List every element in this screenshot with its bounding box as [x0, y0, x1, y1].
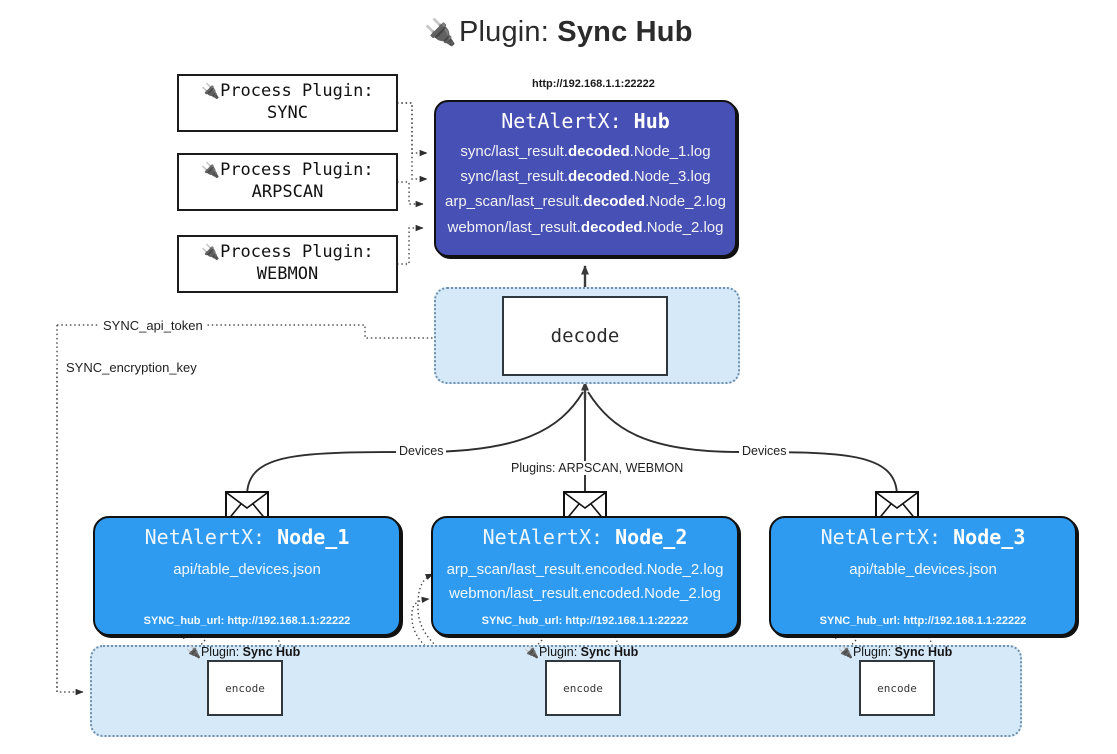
- plug-icon: 🔌: [186, 645, 201, 659]
- process-plugin-line1-row: 🔌Process Plugin:: [201, 242, 373, 264]
- plug-icon: 🔌: [201, 161, 221, 180]
- plug-icon: 🔌: [201, 243, 221, 262]
- plug-icon: 🔌: [201, 82, 221, 101]
- encode-box-2[interactable]: encode: [545, 660, 621, 716]
- process-plugin-line1-row: 🔌Process Plugin:: [201, 160, 373, 182]
- hub-log-entry: arp_scan/last_result.decoded.Node_2.log: [445, 193, 726, 211]
- label-devices-left: Devices: [396, 444, 447, 458]
- process-plugin-line1-row: 🔌Process Plugin:: [201, 81, 373, 103]
- node-box-node-1[interactable]: NetAlertX: Node_1 api/table_devices.json…: [93, 516, 401, 636]
- process-plugin-value: SYNC: [267, 103, 308, 123]
- node-title: NetAlertX: Node_3: [771, 525, 1075, 549]
- hub-log-entry: sync/last_result.decoded.Node_1.log: [460, 143, 711, 160]
- node-hub-url: SYNC_hub_url: http://192.168.1.1:22222: [481, 615, 689, 627]
- node-title-name: Node_2: [615, 525, 688, 549]
- hub-node[interactable]: NetAlertX: Hub sync/last_result.decoded.…: [434, 100, 737, 257]
- process-plugin-arpscan[interactable]: 🔌Process Plugin: ARPSCAN: [177, 153, 398, 211]
- node-box-node-3[interactable]: NetAlertX: Node_3 api/table_devices.json…: [769, 516, 1077, 636]
- process-plugin-webmon[interactable]: 🔌Process Plugin: WEBMON: [177, 235, 398, 293]
- process-plugin-label: Process Plugin:: [220, 160, 374, 181]
- hub-url-label: http://192.168.1.1:22222: [532, 78, 655, 90]
- page-title-prefix: Plugin:: [458, 16, 550, 48]
- node-box-node-2[interactable]: NetAlertX: Node_2 arp_scan/last_result.e…: [431, 516, 739, 636]
- decode-box[interactable]: decode: [502, 296, 668, 376]
- node-title-name: Node_1: [277, 525, 350, 549]
- label-sync-encryption-key: SYNC_encryption_key: [63, 360, 200, 375]
- node-title-prefix: NetAlertX:: [144, 525, 266, 549]
- hub-title-prefix: NetAlertX:: [501, 109, 622, 133]
- node-title: NetAlertX: Node_2: [433, 525, 737, 549]
- node-line: arp_scan/last_result.encoded.Node_2.log: [446, 561, 724, 578]
- label-sync-api-token: SYNC_api_token: [100, 318, 206, 333]
- label-plugins-middle: Plugins: ARPSCAN, WEBMON: [508, 461, 687, 475]
- node-line: webmon/last_result.encoded.Node_2.log: [449, 585, 721, 603]
- plug-icon: 🔌: [838, 645, 853, 659]
- process-plugin-value: WEBMON: [256, 264, 319, 284]
- plug-icon: 🔌: [524, 645, 539, 659]
- plug-icon: 🔌: [424, 17, 457, 47]
- node-hub-url: SYNC_hub_url: http://192.168.1.1:22222: [819, 615, 1027, 627]
- hub-title-name: Hub: [633, 109, 670, 133]
- node-line-list: arp_scan/last_result.encoded.Node_2.log …: [433, 558, 737, 607]
- node-line: api/table_devices.json: [849, 561, 997, 578]
- label-devices-right: Devices: [739, 444, 790, 458]
- process-plugin-label: Process Plugin:: [220, 242, 374, 263]
- hub-log-list: sync/last_result.decoded.Node_1.log sync…: [436, 139, 735, 240]
- node-line-list: api/table_devices.json: [95, 558, 399, 582]
- node-line: api/table_devices.json: [173, 561, 321, 578]
- process-plugin-label: Process Plugin:: [220, 81, 374, 102]
- page-title: 🔌Plugin: Sync Hub: [0, 16, 1117, 49]
- node-hub-url: SYNC_hub_url: http://192.168.1.1:22222: [143, 615, 351, 627]
- node-line-list: api/table_devices.json: [771, 558, 1075, 582]
- encode-box-1[interactable]: encode: [207, 660, 283, 716]
- hub-log-entry: webmon/last_result.decoded.Node_2.log: [447, 218, 724, 236]
- node-title: NetAlertX: Node_1: [95, 525, 399, 549]
- plugin-instance-label-1: 🔌Plugin: Sync Hub: [186, 645, 301, 659]
- process-plugin-value: ARPSCAN: [251, 182, 324, 202]
- plugin-instance-label-2: 🔌Plugin: Sync Hub: [524, 645, 639, 659]
- hub-title: NetAlertX: Hub: [436, 109, 735, 133]
- hub-log-entry: sync/last_result.decoded.Node_3.log: [460, 168, 711, 186]
- encode-box-3[interactable]: encode: [859, 660, 935, 716]
- page-title-name: Sync Hub: [557, 16, 693, 48]
- node-title-prefix: NetAlertX:: [482, 525, 604, 549]
- node-title-prefix: NetAlertX:: [820, 525, 942, 549]
- process-plugin-sync[interactable]: 🔌Process Plugin: SYNC: [177, 74, 398, 132]
- node-title-name: Node_3: [953, 525, 1026, 549]
- plugin-instance-label-3: 🔌Plugin: Sync Hub: [838, 645, 953, 659]
